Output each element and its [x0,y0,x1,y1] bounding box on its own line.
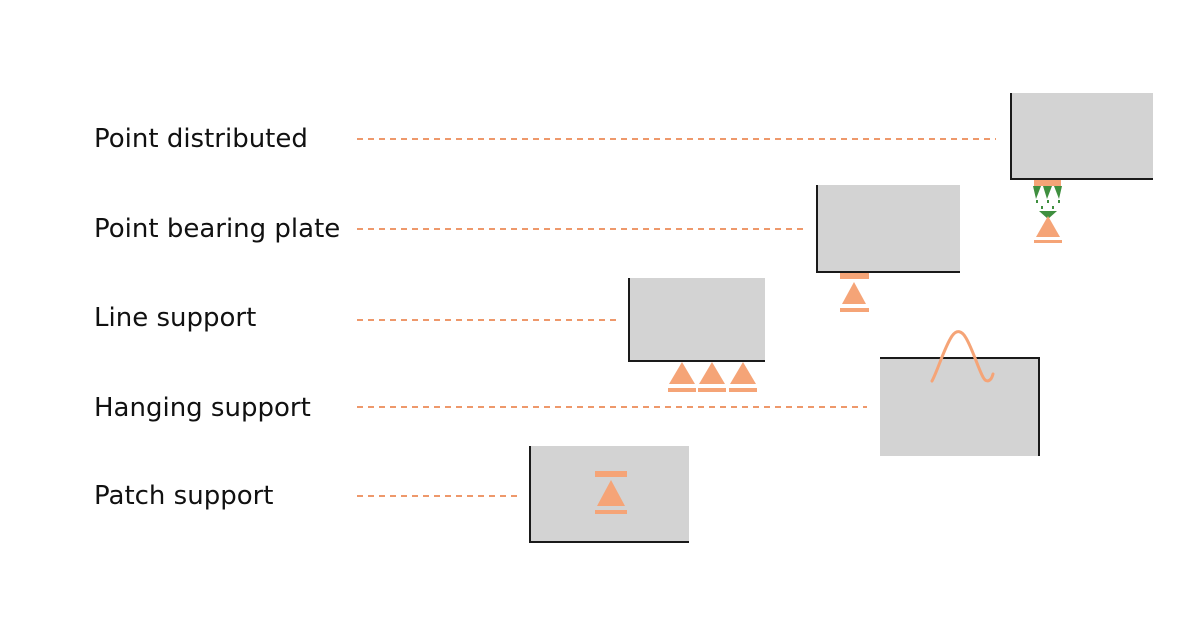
patch-support-figure [529,446,689,543]
patch-symbol-icon [595,471,627,514]
block-hanging-support [880,358,1039,456]
block-point-distributed [1011,93,1153,179]
distribution-arrow-icon [1033,186,1062,219]
label-line-support: Line support [94,303,256,333]
hanger-loop-icon [930,330,995,383]
bearing-plate [840,273,869,279]
label-point-bearing-plate: Point bearing plate [94,214,340,244]
pin-support-icon [668,362,696,392]
block-point-bearing-plate [817,185,960,272]
block-edge-patch-support [529,446,689,543]
pin-support-icon [729,362,757,392]
line-support-figure [628,278,765,392]
block-edge-line-support [628,278,765,362]
pin-support-icon [840,282,869,312]
block-edge-point-distributed [1010,93,1153,180]
hanging-support-figure [880,330,1040,456]
label-point-distributed: Point distributed [94,124,308,154]
block-edge-hanging-support [880,357,1040,456]
block-edge-point-bearing-plate [816,185,960,273]
block-line-support [629,278,765,361]
point-bearing-plate-figure [816,185,960,312]
bearing-plate [1034,180,1061,186]
label-patch-support: Patch support [94,481,274,511]
label-hanging-support: Hanging support [94,393,311,423]
pin-support-icon [1034,216,1062,243]
pin-support-icon [698,362,726,392]
point-distributed-figure [1010,93,1153,243]
